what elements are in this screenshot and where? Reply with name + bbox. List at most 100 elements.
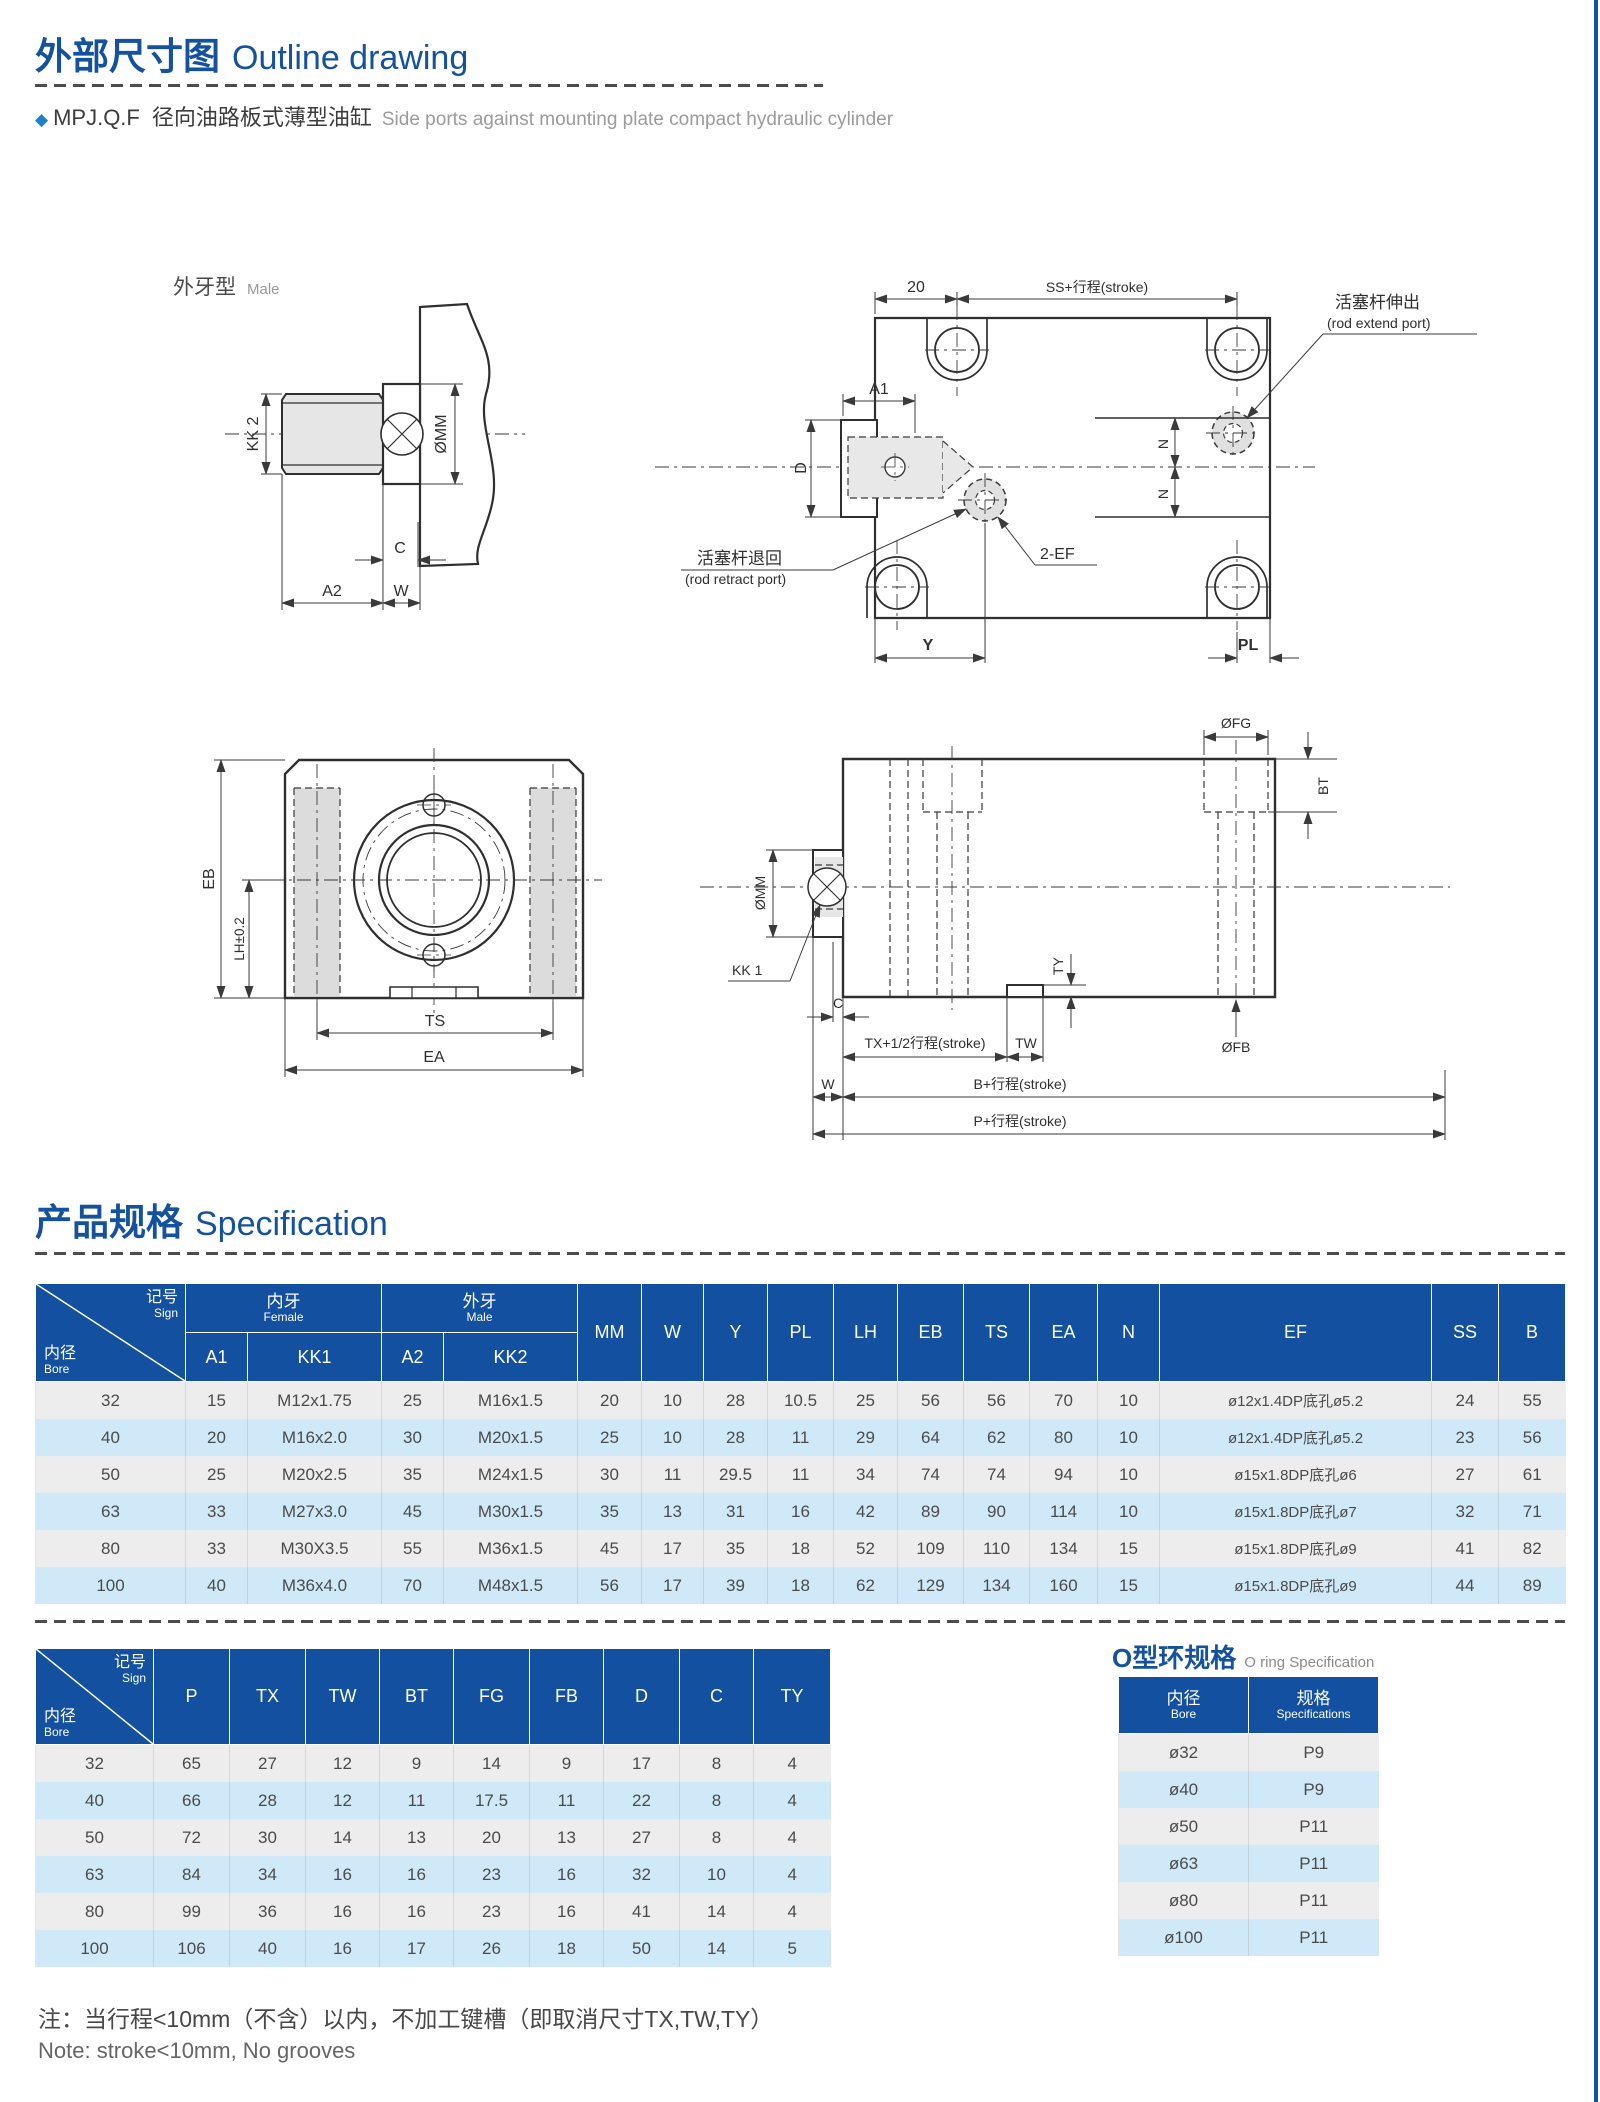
corner-bore-zh: 内径	[44, 1345, 77, 1362]
cell: 94	[1029, 1456, 1098, 1493]
dim-label-tw: TW	[1015, 1035, 1038, 1051]
rod-cone-fill	[943, 441, 973, 493]
cell: 56	[897, 1381, 964, 1419]
dim-label-p: P+行程(stroke)	[974, 1113, 1067, 1129]
dashed-divider	[35, 84, 823, 87]
cell: 8	[679, 1744, 754, 1782]
subtitle-en: Side ports against mounting plate compac…	[381, 109, 894, 130]
cell: 25	[185, 1456, 248, 1493]
cell: 33	[185, 1530, 248, 1567]
corner-bore-en: Bore	[44, 1725, 70, 1739]
male-type-label-en: Male	[247, 281, 280, 298]
keyway-groove	[1006, 984, 1044, 998]
cell: 50	[35, 1456, 186, 1493]
keyway-steps	[411, 987, 457, 998]
cell: 44	[1431, 1567, 1499, 1604]
cell: 12	[305, 1744, 380, 1782]
centerlines	[270, 748, 602, 1015]
col-header-ty: TY	[753, 1648, 831, 1745]
cell: 16	[529, 1856, 604, 1893]
dim-label-mm: ØMM	[433, 414, 450, 453]
left-counterbore	[922, 759, 983, 997]
cell: 10	[1097, 1493, 1160, 1530]
cell: 17	[641, 1530, 704, 1567]
oring-spec-zh: 规格	[1296, 1689, 1331, 1708]
cell: 30	[229, 1819, 306, 1856]
cell: 55	[1498, 1381, 1566, 1419]
dim-label-a1: A1	[869, 381, 889, 398]
cell: 82	[1498, 1530, 1566, 1567]
col-header-ea: EA	[1029, 1283, 1099, 1382]
cell: 8	[679, 1819, 754, 1856]
cell: 56	[1498, 1419, 1566, 1456]
drawing-top-view: 20 SS+行程(stroke) N N A1 D 活塞杆退回 (rod ret…	[655, 279, 1477, 663]
cell: 17.5	[453, 1782, 530, 1819]
cell: M16x2.0	[246, 1419, 382, 1456]
dim-label-ss: SS+行程(stroke)	[1046, 279, 1148, 295]
rod-port-cross	[881, 453, 909, 481]
drawing-male-thread-detail: 外牙型 Male KK 2 ØMM C A2 W	[173, 276, 525, 610]
cell: 65	[153, 1744, 230, 1782]
retract-port-cross	[958, 473, 1012, 527]
cell: M24x1.5	[443, 1456, 578, 1493]
dim-label-tx: TX+1/2行程(stroke)	[865, 1035, 986, 1051]
cell: 70	[1029, 1381, 1098, 1419]
cell: ø40	[1118, 1771, 1249, 1808]
cell: 40	[35, 1782, 154, 1819]
cell: 10	[641, 1381, 704, 1419]
cell: M20x2.5	[246, 1456, 382, 1493]
dim-label-mm: ØMM	[752, 876, 768, 910]
spec-heading-zh: 产品规格	[35, 1202, 183, 1243]
cell: 100	[35, 1930, 154, 1967]
col-header-n: N	[1097, 1283, 1161, 1382]
subtitle-zh: 径向油路板式薄型油缸	[151, 105, 372, 130]
col-header-tx: TX	[229, 1648, 306, 1745]
cell: 30	[381, 1419, 444, 1456]
col-header-pl: PL	[767, 1283, 835, 1382]
dashed-divider	[35, 1252, 1565, 1255]
cell: 42	[833, 1493, 898, 1530]
cell: 63	[35, 1493, 186, 1530]
drawing-front-view: EB LH±0.2 TS EA	[201, 748, 602, 1077]
col-header-mm: MM	[577, 1283, 643, 1382]
col-header-lh: LH	[833, 1283, 899, 1382]
slot-hidden-lines	[293, 787, 577, 996]
corner-bore-en: Bore	[44, 1362, 70, 1376]
cell: 41	[1431, 1530, 1499, 1567]
col-header-ss: SS	[1431, 1283, 1500, 1382]
col-header-y: Y	[703, 1283, 769, 1382]
col-header-fg: FG	[453, 1648, 530, 1745]
thread-symbol-cross	[386, 418, 418, 450]
subtitle: ◆ MPJ.Q.F 径向油路板式薄型油缸 Side ports against …	[35, 100, 893, 132]
cell: 99	[153, 1893, 230, 1930]
cell: 28	[703, 1419, 768, 1456]
extend-port-label-en: (rod extend port)	[1327, 315, 1431, 331]
cell: ø15x1.8DP底孔ø6	[1159, 1456, 1432, 1493]
dim-label-w: W	[393, 583, 409, 600]
cell: 80	[35, 1530, 186, 1567]
cell: 25	[381, 1381, 444, 1419]
cell: 8	[679, 1782, 754, 1819]
cell: ø80	[1118, 1882, 1249, 1919]
cell: 11	[767, 1456, 834, 1493]
cell: 55	[381, 1530, 444, 1567]
mounting-plate	[418, 302, 496, 568]
cell: 61	[1498, 1456, 1566, 1493]
thread-lines	[282, 402, 383, 466]
cell: 25	[577, 1419, 642, 1456]
cell: 35	[577, 1493, 642, 1530]
col-header-ts: TS	[963, 1283, 1031, 1382]
cell: 62	[963, 1419, 1030, 1456]
